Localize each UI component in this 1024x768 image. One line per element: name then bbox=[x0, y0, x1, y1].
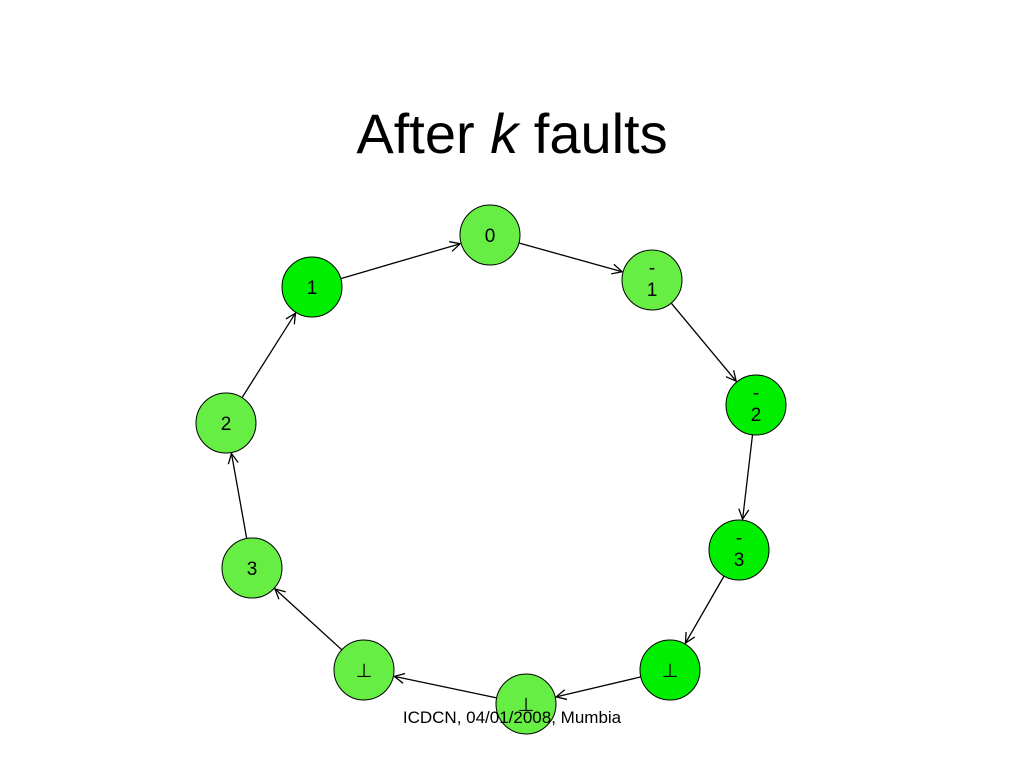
node-label: 0 bbox=[485, 226, 496, 247]
ring-node: -2 bbox=[725, 374, 787, 436]
slide-title: After k faults bbox=[0, 100, 1024, 168]
edge-nbot3-to-n3 bbox=[275, 589, 343, 651]
node-circle bbox=[621, 249, 683, 311]
node-circle bbox=[281, 256, 343, 318]
edge-nbot1-to-nbot2 bbox=[556, 676, 641, 697]
ring-node: 3 bbox=[221, 537, 283, 599]
node-circle bbox=[639, 639, 701, 701]
edge-n2-to-n1 bbox=[241, 313, 295, 398]
ring-node: 2 bbox=[195, 392, 257, 454]
ring-node: 1 bbox=[281, 256, 343, 318]
node-label: -2 bbox=[751, 383, 762, 426]
edge-n0-to-n-1 bbox=[518, 242, 622, 272]
node-label: 2 bbox=[221, 414, 232, 435]
node-circle bbox=[495, 673, 557, 735]
ring-node: ⊥ bbox=[333, 639, 395, 701]
edge-n-1-to-n-2 bbox=[670, 302, 736, 381]
ring-node: -1 bbox=[621, 249, 683, 311]
ring-node: -3 bbox=[708, 519, 770, 581]
node-label: -1 bbox=[647, 258, 658, 301]
ring-node: ⊥ bbox=[639, 639, 701, 701]
node-label: ⊥ bbox=[662, 661, 679, 682]
node-label: 1 bbox=[307, 278, 318, 299]
node-circle bbox=[708, 519, 770, 581]
edge-nbot2-to-nbot3 bbox=[394, 676, 497, 699]
edge-n-2-to-n-3 bbox=[743, 434, 754, 519]
node-circle bbox=[459, 204, 521, 266]
title-suffix: faults bbox=[533, 102, 668, 165]
node-layer: 0 -1 -2 -3 ⊥ ⊥ ⊥ 3 2 1 bbox=[195, 204, 787, 735]
edge-n-3-to-nbot1 bbox=[685, 575, 725, 643]
ring-node: 0 bbox=[459, 204, 521, 266]
node-label: 3 bbox=[247, 559, 258, 580]
title-variable: k bbox=[490, 102, 519, 165]
node-circle bbox=[221, 537, 283, 599]
edge-n3-to-n2 bbox=[231, 454, 248, 539]
edge-layer bbox=[231, 242, 754, 699]
node-circle bbox=[195, 392, 257, 454]
edge-n1-to-n0 bbox=[340, 244, 460, 280]
node-circle bbox=[333, 639, 395, 701]
node-label: -3 bbox=[734, 528, 745, 571]
title-prefix: After bbox=[356, 102, 475, 165]
node-circle bbox=[725, 374, 787, 436]
node-label: ⊥ bbox=[356, 661, 373, 682]
slide-footer: ICDCN, 04/01/2008, Mumbia bbox=[402, 708, 622, 727]
ring-node: ⊥ bbox=[495, 673, 557, 735]
node-label: ⊥ bbox=[518, 695, 535, 716]
